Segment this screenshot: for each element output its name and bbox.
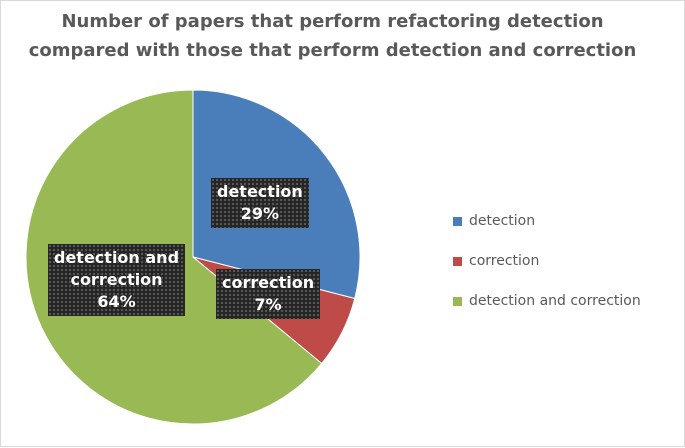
- slice-label-correction-name: correction: [222, 273, 315, 292]
- legend-swatch-detection-and-correction: [453, 296, 462, 306]
- legend-item-detection: detection: [453, 201, 675, 241]
- legend-label-detection-and-correction: detection and correction: [469, 293, 641, 309]
- slice-label-correction-value: 7%: [254, 295, 282, 314]
- slice-label-detection-and-correction-value: 64%: [97, 292, 136, 311]
- chart-title-line-2: compared with those that perform detecti…: [28, 40, 637, 61]
- legend-item-correction: correction: [453, 241, 675, 281]
- legend-swatch-correction: [453, 256, 462, 266]
- slice-label-detection-name: detection: [217, 182, 303, 201]
- slice-label-detection-and-correction-name-2: correction: [70, 270, 163, 289]
- slice-label-detection-value: 29%: [240, 204, 280, 223]
- chart-legend: detection correction detection and corre…: [453, 201, 675, 321]
- legend-label-detection: detection: [469, 213, 536, 229]
- slice-label-detection: detection 29%: [211, 178, 309, 228]
- legend-swatch-detection: [453, 216, 462, 226]
- chart-title: Number of papers that perform refactorin…: [1, 7, 664, 65]
- slice-label-detection-and-correction-name-1: detection and: [54, 248, 180, 267]
- slice-label-correction: correction 7%: [216, 269, 321, 319]
- chart-title-line-1: Number of papers that perform refactorin…: [61, 11, 604, 32]
- legend-label-correction: correction: [469, 253, 540, 269]
- legend-item-detection-and-correction: detection and correction: [453, 281, 675, 321]
- slice-label-detection-and-correction: detection and correction 64%: [48, 244, 186, 316]
